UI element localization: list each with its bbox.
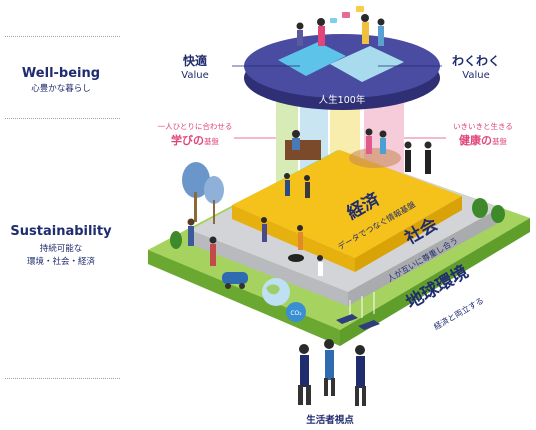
disc-tile-right (330, 46, 404, 82)
comfort-title: 快適 (182, 54, 207, 68)
co2-label: CO₂ (290, 310, 302, 317)
society-layer-front (190, 230, 348, 306)
sustainability-title: Sustainability (10, 224, 112, 239)
viewpoint-people (298, 339, 366, 406)
learning-label: 学びの基盤 (150, 132, 240, 148)
disc-tile-left (278, 42, 346, 76)
health-suffix: 基盤 (492, 137, 507, 146)
co2-bubble (286, 302, 306, 322)
disc-center-label: 人生100年 (319, 94, 366, 106)
health-connector: の (481, 134, 492, 147)
learning-title: 学び (171, 134, 193, 147)
desk (285, 140, 321, 160)
society-layer-side (348, 208, 500, 306)
excitement-title: わくわく (451, 54, 500, 68)
environment-layer-side (340, 218, 530, 346)
learning-suffix: 基盤 (204, 137, 219, 146)
disc-figures (296, 14, 385, 46)
sustainability-subtitle-2: 環境・社会・経済 (26, 257, 95, 267)
health-floor (349, 148, 401, 168)
excitement-value: Value (462, 70, 490, 81)
learning-connector: の (193, 134, 204, 147)
learning-caption: 一人ひとりに合わせる (157, 122, 233, 131)
health-label: 健康の基盤 (442, 132, 524, 148)
wellbeing-title: Well-being (21, 66, 101, 81)
figures-on-layers (187, 141, 432, 276)
divider-top (5, 36, 120, 37)
trees-group (170, 162, 505, 249)
divider-bottom (5, 378, 120, 379)
economy-layer-side (355, 196, 462, 272)
floating-icons (330, 6, 364, 23)
solar-panels (336, 314, 380, 330)
viewpoint-label: 生活者視点 (306, 415, 354, 426)
health-title: 健康 (459, 134, 481, 147)
environment-caption: 経済と両立する (432, 295, 485, 332)
comfort-value: Value (181, 70, 209, 81)
divider-middle (5, 118, 120, 119)
environment-layer-front (148, 250, 340, 346)
car-icon (222, 272, 248, 284)
wellbeing-subtitle: 心豊かな暮らし (31, 84, 91, 94)
sustainability-subtitle-1: 持続可能な (39, 244, 83, 254)
health-caption: いきいきと生きる (453, 122, 513, 131)
